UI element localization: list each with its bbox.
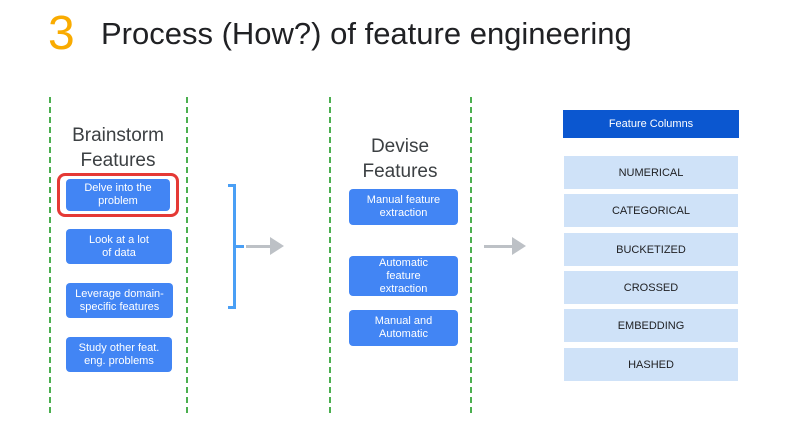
step-label-line2: feature [386, 269, 421, 282]
feature-column-embedding: EMBEDDING [564, 309, 738, 342]
brainstorm-heading-line2: Features [80, 150, 156, 171]
step-label-line2: problem [98, 195, 138, 207]
bracket-stub [236, 245, 244, 248]
brainstorm-heading: Brainstorm Features [55, 123, 181, 173]
step-label-line3: extraction [379, 282, 428, 295]
arrow-1-head [270, 237, 284, 255]
feature-columns-header: Feature Columns [563, 110, 739, 138]
step-study-other: Study other feat.eng. problems [66, 337, 172, 372]
step-label-line2: Automatic [379, 328, 428, 340]
slide-number: 3 [48, 7, 75, 60]
divider-left-2 [186, 97, 188, 413]
divider-left-1 [49, 97, 51, 413]
devise-heading: Devise Features [340, 134, 460, 184]
step-label-line1: Study other feat. [78, 341, 160, 354]
step-label-line2: eng. problems [84, 354, 154, 367]
step-leverage-domain: Leverage domain-specific features [66, 283, 173, 318]
arrow-2-head [512, 237, 526, 255]
feature-column-crossed: CROSSED [564, 271, 738, 304]
step-label-line2: extraction [379, 207, 428, 219]
devise-heading-line2: Features [362, 161, 438, 182]
feature-column-hashed: HASHED [564, 348, 738, 381]
divider-mid-2 [470, 97, 472, 413]
arrow-1-shaft [246, 245, 270, 248]
devise-heading-line1: Devise [370, 136, 430, 157]
step-label-line1: Automatic [379, 256, 428, 269]
slide-title: Process (How?) of feature engineering [101, 16, 632, 51]
arrow-2-shaft [484, 245, 512, 248]
step-label-line1: Manual and [374, 315, 433, 327]
step-label-line2: specific features [79, 300, 160, 313]
step-label-line1: Leverage domain- [75, 287, 164, 300]
feature-column-numerical: NUMERICAL [564, 156, 738, 189]
divider-mid-1 [329, 97, 331, 413]
feature-column-categorical: CATEGORICAL [564, 194, 738, 227]
step-label-line1: Delve into the [84, 182, 152, 194]
step-label-line1: Manual feature [366, 194, 441, 206]
feature-column-bucketized: BUCKETIZED [564, 233, 738, 266]
bracket [228, 184, 236, 309]
highlight-box [57, 173, 179, 217]
step-label-line1: Look at a lot [89, 233, 149, 246]
step-label-line2: of data [102, 246, 136, 259]
brainstorm-heading-line1: Brainstorm [72, 125, 164, 146]
